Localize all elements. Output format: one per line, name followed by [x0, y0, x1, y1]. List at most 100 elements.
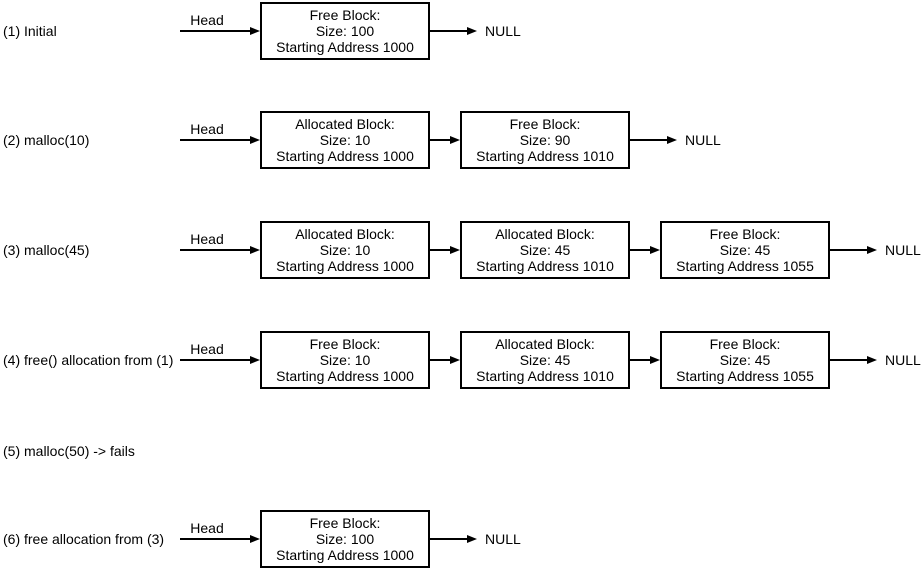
arrow-head-icon	[250, 246, 260, 254]
block-title: Allocated Block:	[495, 226, 595, 242]
block-size: Size: 45	[719, 352, 771, 368]
memory-block: Free Block: Size: 100 Starting Address 1…	[260, 510, 430, 568]
row-label: (2) malloc(10)	[3, 132, 90, 148]
memory-block: Allocated Block: Size: 45 Starting Addre…	[460, 331, 630, 389]
block-size: Size: 45	[519, 352, 571, 368]
arrow-line	[430, 139, 450, 141]
block-size: Size: 45	[519, 242, 571, 258]
head-label: Head	[190, 341, 224, 357]
head-label: Head	[190, 121, 224, 137]
arrow-head-icon	[867, 356, 877, 364]
memory-block: Free Block: Size: 90 Starting Address 10…	[460, 111, 630, 169]
arrow-head-icon	[650, 356, 660, 364]
block-address: Starting Address 1000	[276, 258, 414, 274]
linked-list-chain: Head Allocated Block: Size: 10 Starting …	[180, 110, 721, 170]
null-label: NULL	[485, 23, 521, 39]
block-title: Free Block:	[309, 7, 381, 23]
linked-list-chain: Head Free Block: Size: 100 Starting Addr…	[180, 1, 521, 61]
arrow-head-icon	[250, 535, 260, 543]
arrow-head-icon	[450, 356, 460, 364]
block-title: Free Block:	[709, 336, 781, 352]
next-pointer-arrow	[430, 356, 460, 364]
diagram-row-4: (4) free() allocation from (1) Head Free…	[0, 330, 921, 390]
block-title: Free Block:	[509, 116, 581, 132]
head-pointer: Head	[180, 1, 260, 61]
null-pointer-arrow	[430, 535, 477, 543]
head-label: Head	[190, 520, 224, 536]
next-pointer-arrow	[430, 136, 460, 144]
arrow-line	[430, 538, 467, 540]
block-title: Free Block:	[309, 336, 381, 352]
null-label: NULL	[485, 531, 521, 547]
null-label: NULL	[885, 352, 921, 368]
linked-list-chain: Head Free Block: Size: 10 Starting Addre…	[180, 330, 921, 390]
memory-block: Free Block: Size: 100 Starting Address 1…	[260, 2, 430, 60]
head-label: Head	[190, 12, 224, 28]
block-address: Starting Address 1000	[276, 547, 414, 563]
block-title: Allocated Block:	[295, 116, 395, 132]
memory-block: Allocated Block: Size: 10 Starting Addre…	[260, 111, 430, 169]
linked-list-chain: Head Free Block: Size: 100 Starting Addr…	[180, 509, 521, 569]
block-title: Free Block:	[309, 515, 381, 531]
block-size: Size: 90	[519, 132, 571, 148]
linked-list-chain: Head Allocated Block: Size: 10 Starting …	[180, 220, 921, 280]
next-pointer-arrow	[430, 246, 460, 254]
block-address: Starting Address 1010	[476, 148, 614, 164]
head-pointer: Head	[180, 330, 260, 390]
block-address: Starting Address 1000	[276, 148, 414, 164]
arrow-line	[630, 359, 650, 361]
memory-block: Free Block: Size: 45 Starting Address 10…	[660, 221, 830, 279]
block-size: Size: 10	[319, 242, 371, 258]
next-pointer-arrow	[630, 246, 660, 254]
null-label: NULL	[885, 242, 921, 258]
arrow-line	[180, 30, 250, 32]
block-address: Starting Address 1010	[476, 368, 614, 384]
null-pointer-arrow	[430, 27, 477, 35]
block-title: Allocated Block:	[295, 226, 395, 242]
block-size: Size: 100	[315, 23, 375, 39]
head-label: Head	[190, 231, 224, 247]
diagram-row-2: (2) malloc(10) Head Allocated Block: Siz…	[0, 110, 921, 170]
null-label: NULL	[685, 132, 721, 148]
memory-block: Allocated Block: Size: 45 Starting Addre…	[460, 221, 630, 279]
arrow-line	[430, 359, 450, 361]
arrow-line	[830, 359, 867, 361]
arrow-line	[830, 249, 867, 251]
null-pointer-arrow	[630, 136, 677, 144]
arrow-line	[430, 249, 450, 251]
block-size: Size: 10	[319, 132, 371, 148]
diagram-row-3: (3) malloc(45) Head Allocated Block: Siz…	[0, 220, 921, 280]
block-size: Size: 45	[719, 242, 771, 258]
row-label: (6) free allocation from (3)	[3, 531, 165, 547]
block-address: Starting Address 1010	[476, 258, 614, 274]
arrow-head-icon	[467, 535, 477, 543]
arrow-line	[630, 249, 650, 251]
arrow-line	[180, 538, 250, 540]
arrow-head-icon	[467, 27, 477, 35]
block-title: Allocated Block:	[495, 336, 595, 352]
null-pointer-arrow	[830, 246, 877, 254]
arrow-head-icon	[450, 136, 460, 144]
next-pointer-arrow	[630, 356, 660, 364]
memory-block: Free Block: Size: 10 Starting Address 10…	[260, 331, 430, 389]
block-size: Size: 100	[315, 531, 375, 547]
arrow-head-icon	[250, 356, 260, 364]
arrow-line	[180, 249, 250, 251]
memory-block: Free Block: Size: 45 Starting Address 10…	[660, 331, 830, 389]
memory-block: Allocated Block: Size: 10 Starting Addre…	[260, 221, 430, 279]
block-address: Starting Address 1055	[676, 368, 814, 384]
block-title: Free Block:	[709, 226, 781, 242]
block-address: Starting Address 1055	[676, 258, 814, 274]
arrow-head-icon	[650, 246, 660, 254]
arrow-line	[430, 30, 467, 32]
arrow-head-icon	[250, 27, 260, 35]
row-label: (3) malloc(45)	[3, 242, 90, 258]
arrow-head-icon	[250, 136, 260, 144]
diagram-row-1: (1) Initial Head Free Block: Size: 100 S…	[0, 1, 921, 61]
arrow-head-icon	[667, 136, 677, 144]
block-address: Starting Address 1000	[276, 368, 414, 384]
head-pointer: Head	[180, 509, 260, 569]
null-pointer-arrow	[830, 356, 877, 364]
row-label: (1) Initial	[3, 23, 57, 39]
